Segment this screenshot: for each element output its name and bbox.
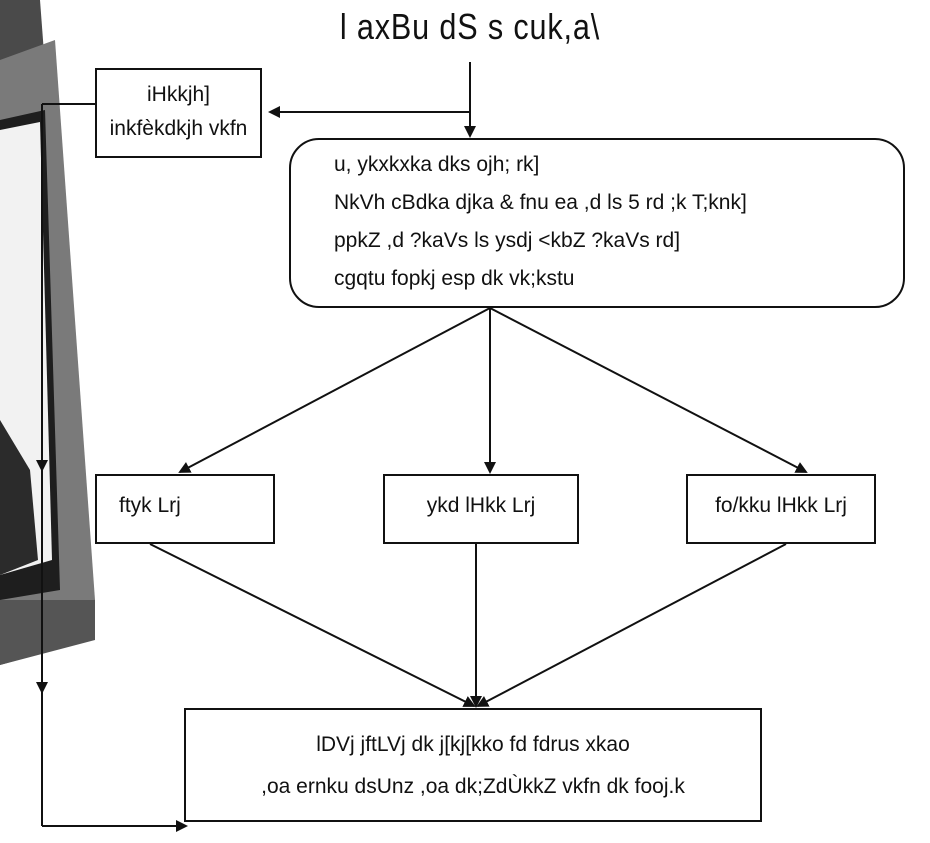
main-box-line: NkVh cBdka djka & fnu ea ,d ls 5 rd ;k T… xyxy=(334,191,747,214)
main-box-line: u, ykxkxka dks ojh; rk] xyxy=(334,153,540,176)
level-box-label: ykd lHkk Lrj xyxy=(426,494,536,517)
bottom-box-line: lDVj jftLVj dk j[kj[kko fd fdrus xkao xyxy=(316,733,630,756)
arrow-to-level-1 xyxy=(178,307,491,473)
main-box-line: ppkZ ,d ?kaVs ls ysdj <kbZ ?kaVs rd] xyxy=(334,229,681,252)
level-box-label: ftyk Lrj xyxy=(119,494,181,517)
top-left-box-line: inkfèkdkjh vkfn xyxy=(109,117,248,140)
bottom-box-line: ,oa ernku dsUnz ,oa dk;ZdÙkkZ vkfn dk fo… xyxy=(261,775,685,798)
top-left-box: iHkkjh] inkfèkdkjh vkfn xyxy=(95,68,262,158)
level-box-label: fo/kku lHkk Lrj xyxy=(715,494,847,517)
arrow-level-3-to-bottom xyxy=(476,543,787,707)
diagram-title: l axBu dS s cuk,a\ xyxy=(339,6,601,47)
bottom-box: lDVj jftLVj dk j[kj[kko fd fdrus xkao ,o… xyxy=(184,708,762,822)
level-box-parliament: ykd lHkk Lrj xyxy=(383,474,579,544)
arrow-to-level-3 xyxy=(489,307,808,473)
level-box-district: ftyk Lrj xyxy=(95,474,275,544)
top-left-box-line: iHkkjh] xyxy=(146,83,210,106)
main-rounded-box: u, ykxkxka dks ojh; rk] NkVh cBdka djka … xyxy=(289,138,905,308)
arrow-level-1-to-bottom xyxy=(149,543,476,707)
main-box-line: cgqtu fopkj esp dk vk;kstu xyxy=(334,267,575,290)
level-box-assembly: fo/kku lHkk Lrj xyxy=(686,474,876,544)
